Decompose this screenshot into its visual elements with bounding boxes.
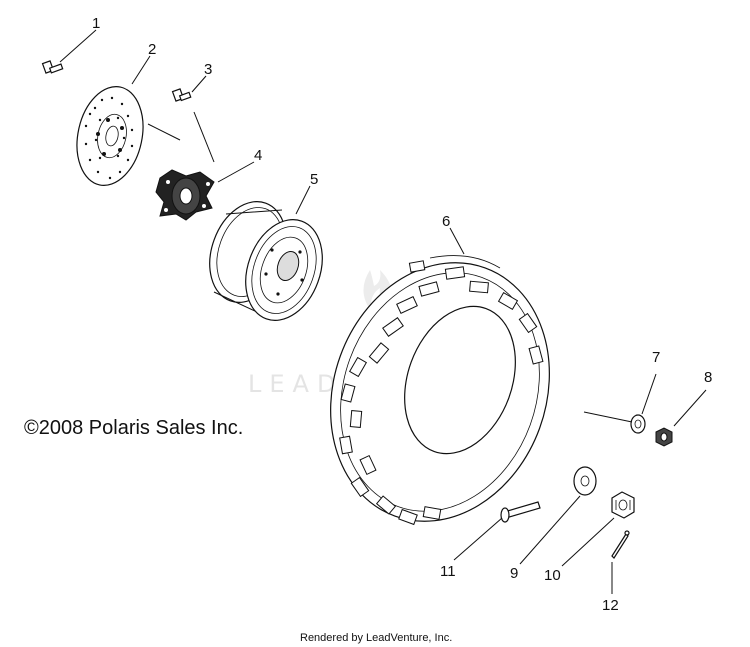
callout-1: 1 <box>92 15 100 32</box>
part-12-cotter-pin <box>611 530 630 559</box>
part-9-washer <box>573 466 597 496</box>
leader-lines <box>59 29 707 594</box>
callout-6: 6 <box>442 213 450 230</box>
footer-text: Rendered by LeadVenture, Inc. <box>300 632 452 644</box>
part-8-nut <box>655 427 673 447</box>
callout-5: 5 <box>310 171 318 188</box>
callout-12: 12 <box>602 597 619 614</box>
part-6-tire <box>330 255 550 526</box>
callout-3: 3 <box>204 61 212 78</box>
callout-10: 10 <box>544 567 561 584</box>
copyright-text: ©2008 Polaris Sales Inc. <box>24 417 243 439</box>
callout-7: 7 <box>652 349 660 366</box>
callout-8: 8 <box>704 369 712 386</box>
part-3-bolt <box>171 88 192 102</box>
callout-4: 4 <box>254 147 262 164</box>
part-2-brake-disc <box>76 86 144 186</box>
part-5-wheel-rim <box>209 201 323 321</box>
callout-2: 2 <box>148 41 156 58</box>
callout-9: 9 <box>510 565 518 582</box>
part-4-hub <box>155 169 215 221</box>
callouts: 1 2 3 4 5 6 7 8 9 10 11 12 <box>92 15 712 614</box>
part-1-bolt <box>41 60 64 74</box>
part-7-washer <box>630 414 646 434</box>
callout-11: 11 <box>440 563 456 580</box>
part-11-stud <box>500 501 541 523</box>
part-10-castle-nut <box>611 491 635 519</box>
